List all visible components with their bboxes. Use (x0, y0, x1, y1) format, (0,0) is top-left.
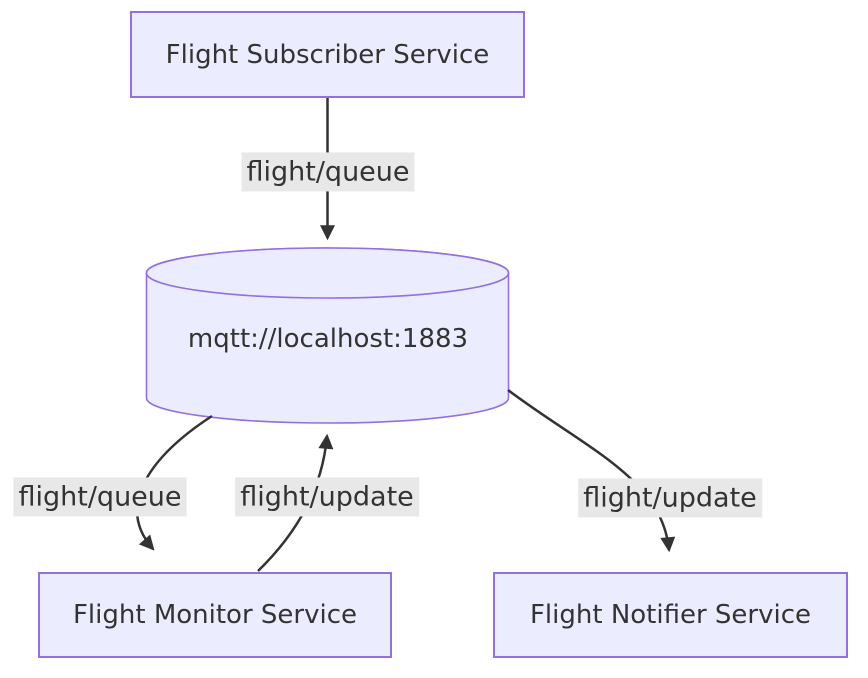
edge-label-flight-update-right: flight/update (578, 478, 762, 518)
node-broker-label: mqtt://localhost:1883 (187, 324, 469, 354)
edge-label-flight-queue-top: flight/queue (241, 152, 415, 192)
node-broker-cylinder (145, 247, 510, 424)
node-flight-subscriber-service: Flight Subscriber Service (130, 11, 525, 98)
node-flight-notifier-service: Flight Notifier Service (493, 572, 848, 658)
node-flight-monitor-service: Flight Monitor Service (38, 572, 392, 658)
edge-broker-to-notifier (507, 389, 676, 553)
edge-label-flight-update-middle: flight/update (235, 477, 419, 517)
edge-label-flight-queue-left: flight/queue (13, 477, 187, 517)
cylinder-top (145, 247, 510, 299)
